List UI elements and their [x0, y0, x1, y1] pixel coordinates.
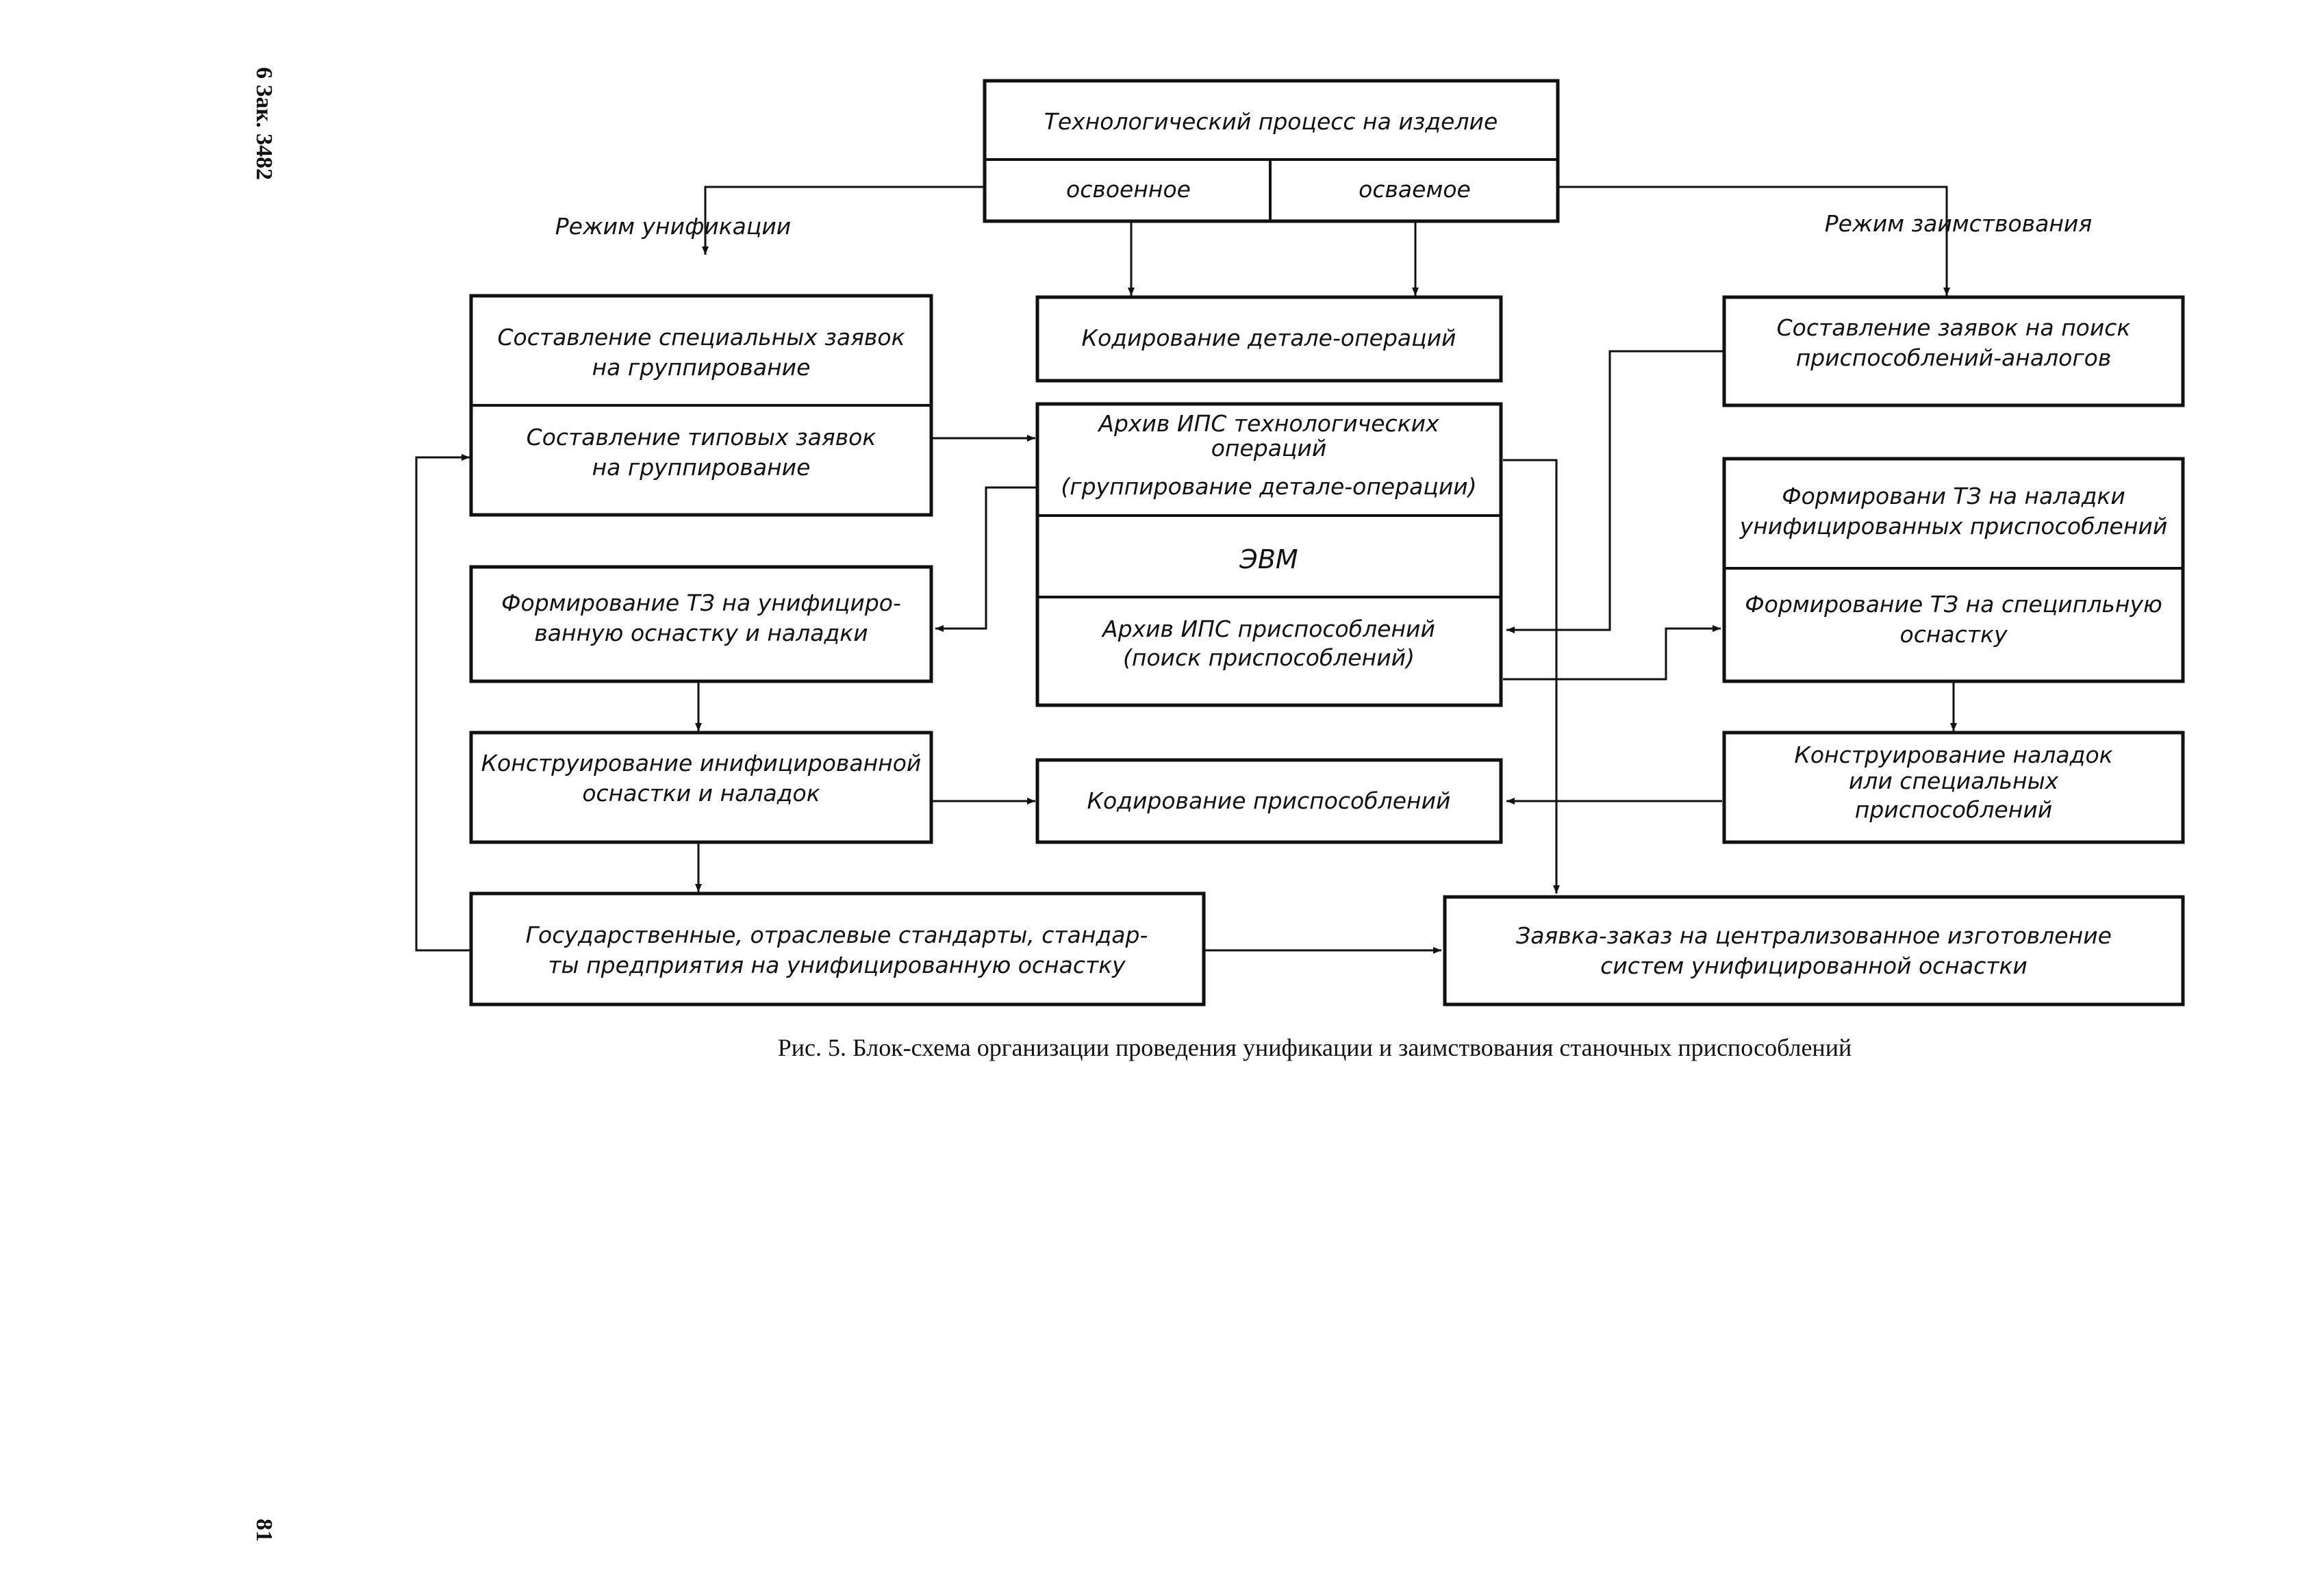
coding-details-box: Кодирование детале-операций — [1035, 295, 1503, 383]
order-line2: систем унифицированной оснастки — [1600, 952, 2028, 979]
design-special-line2: или специальных — [1849, 768, 2059, 794]
unification-mode-label: Режим унификации — [555, 213, 792, 240]
arrow-archive-to-tz-unified — [935, 486, 1039, 632]
analog-search-box: Составление заявок на поиск приспособлен… — [1722, 295, 2185, 407]
side-note: 6 Зак. 3482 — [251, 67, 277, 180]
design-unified-box: Конструирование инифицированной оснастки… — [469, 731, 933, 844]
page-number: 81 — [251, 1519, 277, 1542]
coding-details-text: Кодирование детале-операций — [1082, 325, 1456, 351]
arrow-to-analog-search — [1515, 186, 1950, 296]
borrowing-mode-label: Режим заимствования — [1825, 210, 2092, 237]
design-special-box: Конструирование наладок или специальных … — [1722, 731, 2185, 844]
tz-unified-setups-line1: Формировани ТЗ на наладки — [1782, 483, 2125, 509]
analog-search-line2: приспособлений-аналогов — [1796, 344, 2112, 371]
tz-special-line2: оснастку — [1900, 621, 2008, 648]
archive-computer-box: Архив ИПС технологических операций (груп… — [1035, 402, 1503, 707]
typical-requests-line1: Составление типовых заявок — [527, 424, 876, 451]
design-unified-line2: оснастки и наладок — [582, 780, 820, 807]
arrow-analog-to-archive-fixtures — [1506, 350, 1724, 633]
computer-label: ЭВМ — [1239, 544, 1298, 574]
design-special-line1: Конструирование наладок — [1794, 742, 2112, 768]
standards-line1: Государственные, отраслевые стандарты, с… — [526, 922, 1148, 948]
arrow-archive-to-order — [1503, 459, 1560, 894]
typical-requests-line2: на группирование — [592, 454, 811, 481]
special-requests-line2: на группирование — [592, 354, 811, 381]
arrow-feedback-loop — [415, 454, 471, 952]
special-requests-line1: Составление специальных заявок — [497, 324, 905, 351]
archive-ops-line1: Архив ИПС технологических — [1097, 410, 1439, 437]
coding-fixtures-box: Кодирование приспособлений — [1035, 758, 1503, 844]
tz-unified-setups-line2: унифицированных приспособлений — [1739, 513, 2168, 540]
design-unified-line1: Конструирование инифицированной — [481, 750, 922, 776]
tz-unified-tooling-box: Формирование ТЗ на унифициро- ванную осн… — [469, 565, 933, 683]
order-line1: Заявка-заказ на централизованное изготов… — [1516, 922, 2112, 949]
tz-right-box: Формировани ТЗ на наладки унифицированны… — [1722, 457, 2185, 683]
tech-process-being-mastered: осваемое — [1359, 176, 1471, 203]
tech-process-title: Технологический процесс на изделие — [1044, 108, 1498, 135]
requests-box: Составление специальных заявок на группи… — [469, 294, 933, 517]
figure-caption: Рис. 5. Блок-схема организации проведени… — [778, 1034, 1852, 1061]
tz-special-line1: Формирование ТЗ на специпльную — [1745, 591, 2162, 618]
tech-process-box: Технологический процесс на изделие освое… — [983, 79, 1560, 223]
connectors — [415, 186, 1957, 954]
archive-fixtures-line1: Архив ИПС приспособлений — [1101, 616, 1435, 642]
analog-search-line1: Составление заявок на поиск — [1777, 314, 2131, 341]
standards-box: Государственные, отраслевые стандарты, с… — [469, 891, 1206, 1006]
arrow-to-special-requests — [702, 186, 985, 255]
archive-fixtures-line2: (поиск приспособлений) — [1123, 644, 1415, 671]
archive-ops-line2: операций — [1211, 435, 1327, 461]
design-special-line3: приспособлений — [1855, 796, 2052, 823]
arrow-archive-to-tz-special — [1503, 625, 1721, 681]
tz-unified-tooling-line1: Формирование ТЗ на унифициро- — [501, 590, 901, 616]
standards-line2: ты предприятия на унифицированную оснаст… — [548, 952, 1126, 978]
tz-unified-tooling-line2: ванную оснастку и наладки — [534, 620, 868, 646]
coding-fixtures-text: Кодирование приспособлений — [1087, 787, 1451, 814]
archive-ops-line3: (группирование детале-операции) — [1061, 473, 1476, 500]
order-box: Заявка-заказ на централизованное изготов… — [1443, 895, 2185, 1006]
tech-process-mastered: освоенное — [1066, 176, 1191, 203]
